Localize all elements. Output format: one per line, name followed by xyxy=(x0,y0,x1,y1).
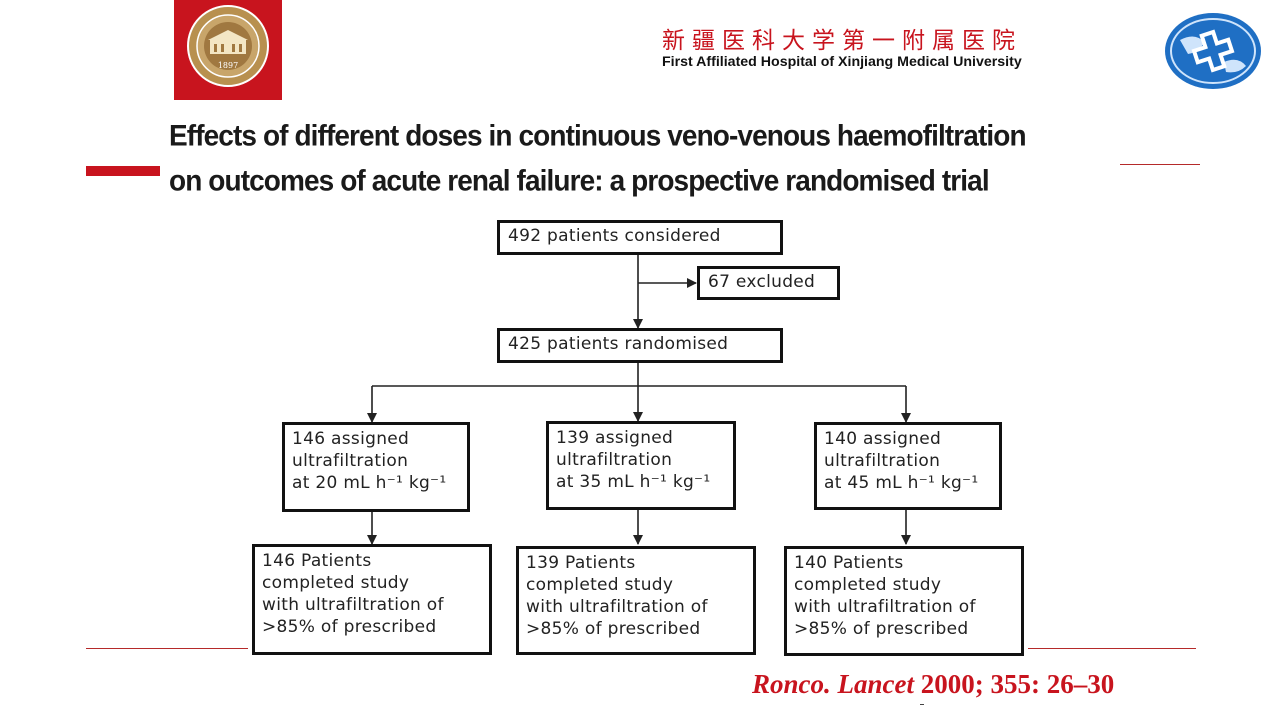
divider-top-right xyxy=(1120,164,1200,165)
title-line-1: Effects of different doses in continuous… xyxy=(169,119,1027,152)
box-patients-considered: 492 patients considered xyxy=(497,220,783,255)
citation-author-journal: Ronco. Lancet xyxy=(752,669,914,699)
box-patients-randomised: 425 patients randomised xyxy=(497,328,783,363)
hospital-emblem-icon xyxy=(1160,10,1266,92)
box-arm-35: 139 assigned ultrafiltration at 35 mL h⁻… xyxy=(546,421,736,510)
title-accent-bar xyxy=(86,166,160,176)
citation: Ronco. Lancet 2000; 355: 26–30 xyxy=(752,666,1196,702)
citation-details: 2000; 355: 26–30 xyxy=(914,669,1115,699)
box-excluded: 67 excluded xyxy=(697,266,840,300)
box-completed-20: 146 Patients completed study with ultraf… xyxy=(252,544,492,655)
slide-title: Effects of different doses in continuous… xyxy=(169,113,1129,203)
hospital-name-chinese: 新疆医科大学第一附属医院 xyxy=(662,28,1022,54)
divider-bottom-right xyxy=(1028,648,1196,649)
divider-bottom-left xyxy=(86,648,248,649)
slide-marker xyxy=(920,704,924,705)
box-completed-45: 140 Patients completed study with ultraf… xyxy=(784,546,1024,656)
seal-year: 1897 xyxy=(218,61,238,70)
box-arm-45: 140 assigned ultrafiltration at 45 mL h⁻… xyxy=(814,422,1002,510)
title-line-2: on outcomes of acute renal failure: a pr… xyxy=(169,164,990,197)
box-completed-35: 139 Patients completed study with ultraf… xyxy=(516,546,756,655)
box-arm-20: 146 assigned ultrafiltration at 20 mL h⁻… xyxy=(282,422,470,512)
hospital-name-english: First Affiliated Hospital of Xinjiang Me… xyxy=(662,54,1022,70)
hospital-seal-logo: 1897 xyxy=(174,0,282,100)
